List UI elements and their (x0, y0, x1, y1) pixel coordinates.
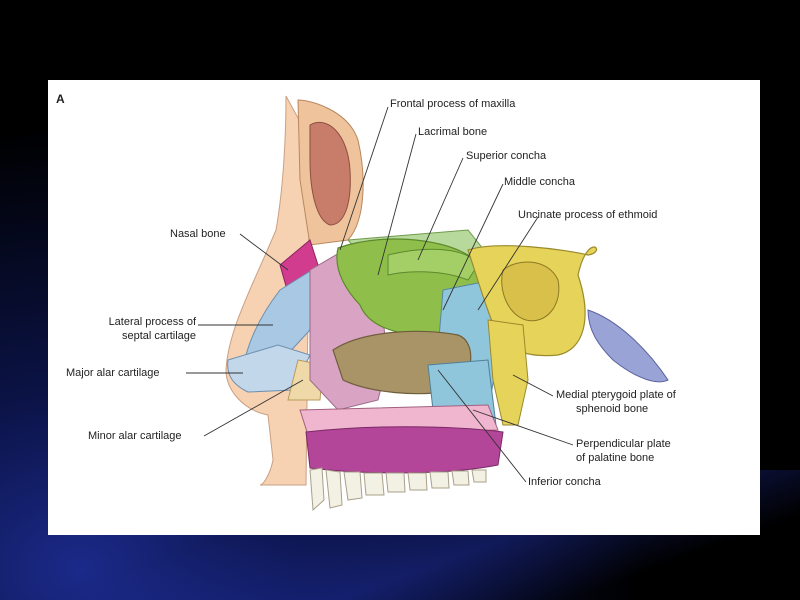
label-lateral-process-line1: Lateral process of (108, 316, 196, 328)
label-lateral-process-line2: septal cartilage (122, 330, 196, 342)
panel-letter: A (56, 92, 65, 106)
soft-palate-gum (305, 426, 504, 474)
superior-concha (387, 248, 479, 281)
teeth (309, 467, 487, 512)
label-superior-concha: Superior concha (466, 150, 547, 162)
label-frontal-process: Frontal process of maxilla (390, 98, 516, 110)
label-minor-alar: Minor alar cartilage (88, 430, 182, 442)
label-perpendicular-plate-line2: of palatine bone (576, 452, 655, 464)
label-medial-pterygoid-line1: Medial pterygoid plate of (556, 389, 676, 401)
nasal-cavity-illustration (186, 95, 669, 512)
leader-lines (186, 106, 574, 483)
medial-pterygoid-plate (487, 319, 529, 426)
label-uncinate-process: Uncinate process of ethmoid (518, 209, 658, 221)
label-medial-pterygoid-line2: sphenoid bone (576, 403, 649, 415)
anatomy-figure: A Frontal process of maxilla Lacrimal bo… (48, 80, 760, 535)
sphenoid-sinus (501, 261, 560, 322)
label-major-alar: Major alar cartilage (66, 367, 160, 379)
label-middle-concha: Middle concha (504, 176, 575, 188)
frontal-sinus-cavity (309, 121, 351, 226)
pterygoid-process (587, 309, 669, 383)
label-nasal-bone: Nasal bone (170, 228, 226, 240)
label-lacrimal-bone: Lacrimal bone (418, 126, 488, 138)
label-perpendicular-plate-line1: Perpendicular plate (576, 438, 671, 450)
label-inferior-concha: Inferior concha (528, 476, 601, 488)
